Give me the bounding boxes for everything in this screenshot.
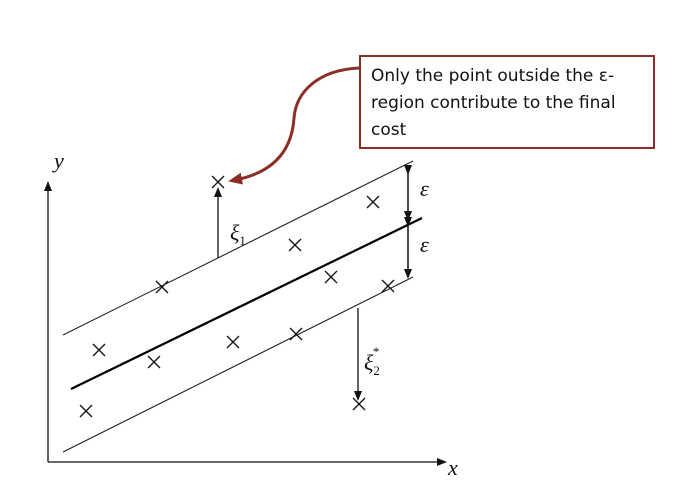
data-point	[147, 355, 161, 369]
data-point	[211, 175, 225, 189]
data-point	[226, 335, 240, 349]
data-point	[381, 279, 395, 293]
regression-line	[70, 217, 423, 390]
x-axis-label: x	[447, 455, 458, 480]
data-point	[288, 238, 302, 252]
xi2-label: ξ2*	[364, 344, 380, 378]
data-point	[352, 397, 366, 411]
y-axis-label: y	[52, 148, 64, 173]
tube-upper-boundary	[62, 160, 414, 336]
callout-text: Only the point outside the ε-region cont…	[371, 66, 616, 140]
epsilon-lower-label: ε	[420, 232, 429, 257]
data-point	[155, 280, 169, 294]
data-point	[289, 327, 303, 341]
data-points	[79, 175, 395, 418]
data-point	[324, 270, 338, 284]
epsilon-upper-label: ε	[420, 176, 429, 201]
data-point	[92, 343, 106, 357]
data-point	[366, 195, 380, 209]
data-point	[79, 404, 93, 418]
tube-lower-boundary	[62, 276, 414, 453]
callout-pointer-arrow	[228, 66, 360, 185]
xi1-label: ξ1	[230, 220, 246, 248]
callout-box: Only the point outside the ε-region cont…	[359, 55, 655, 149]
